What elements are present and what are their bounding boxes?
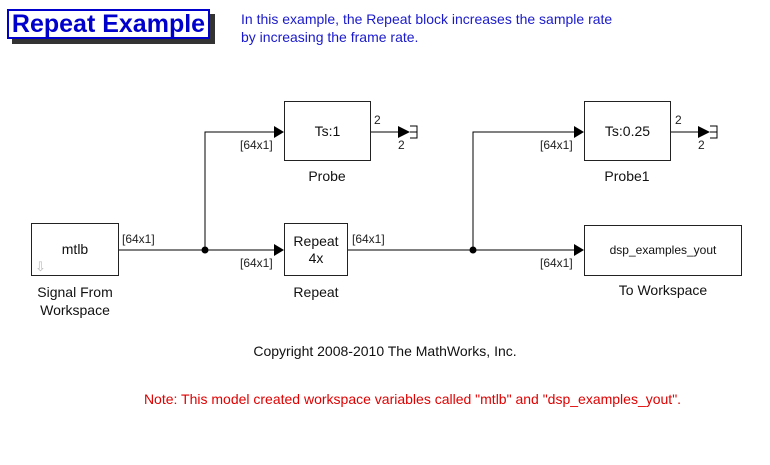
note-text: Note: This model created workspace varia…	[143, 391, 682, 407]
branch-point	[201, 246, 209, 254]
signal-dim-label: 2	[398, 138, 405, 152]
probe1-label[interactable]: Probe1	[604, 168, 650, 184]
line-branch2-to-probe1	[472, 131, 574, 250]
repeat-block[interactable]: Repeat 4x	[284, 223, 348, 276]
signal-dim-label: 2	[675, 113, 682, 127]
probe-label[interactable]: Probe	[308, 168, 346, 184]
copyright-text: Copyright 2008-2010 The MathWorks, Inc.	[253, 343, 517, 359]
repeat-label[interactable]: Repeat	[293, 284, 339, 300]
signal-dim-label: [64x1]	[240, 256, 273, 270]
signal-from-workspace-block[interactable]: mtlb ⇩	[31, 223, 119, 276]
to-workspace-label[interactable]: To Workspace	[618, 282, 708, 298]
signal-dim-label: [64x1]	[540, 256, 573, 270]
block-content: mtlb	[61, 241, 89, 257]
signal-dim-label: [64x1]	[540, 138, 573, 152]
signal-dim-label: [64x1]	[240, 138, 273, 152]
model-description: In this example, the Repeat block increa…	[241, 11, 613, 45]
arrow-icon	[574, 126, 584, 138]
line-branch-to-probe	[204, 131, 274, 250]
model-title: Repeat Example	[7, 9, 210, 39]
branch-point	[469, 246, 477, 254]
signal-dim-label: [64x1]	[352, 232, 385, 246]
probe-block[interactable]: Ts:1	[284, 101, 371, 161]
arrow-icon	[274, 126, 284, 138]
arrow-icon	[398, 126, 410, 138]
signal-dim-label: [64x1]	[122, 232, 155, 246]
arrow-icon	[574, 244, 584, 256]
signal-dim-label: 2	[698, 138, 705, 152]
probe1-block[interactable]: Ts:0.25	[584, 101, 671, 161]
signal-dim-label: 2	[374, 113, 381, 127]
down-arrow-icon: ⇩	[35, 259, 46, 274]
to-workspace-block[interactable]: dsp_examples_yout	[584, 225, 742, 276]
arrow-icon	[698, 126, 710, 138]
arrow-icon	[274, 244, 284, 256]
signal-from-workspace-label[interactable]: Signal From Workspace	[37, 284, 113, 318]
